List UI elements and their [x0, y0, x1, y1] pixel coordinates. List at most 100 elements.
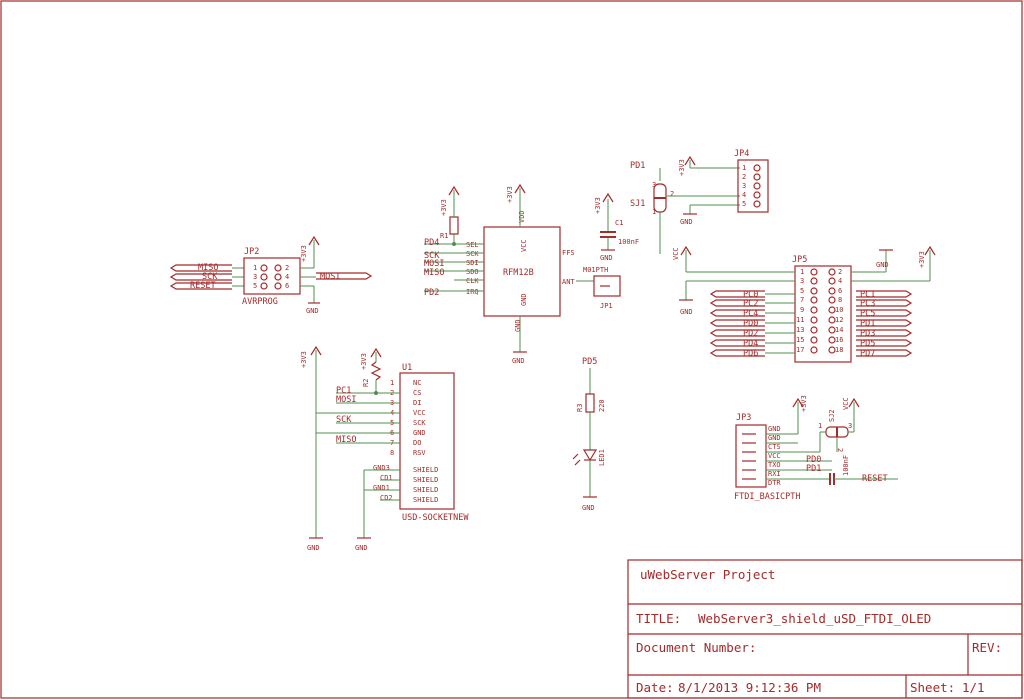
jp2-name: JP2: [244, 247, 259, 257]
svg-text:9: 9: [800, 306, 804, 314]
jp3-net-reset: RESET: [862, 474, 888, 484]
svg-text:SHIELD: SHIELD: [413, 466, 438, 474]
c1-value: 100nF: [618, 238, 639, 246]
date-value: 8/1/2013 9:12:36 PM: [678, 680, 821, 695]
svg-text:+3V3: +3V3: [594, 197, 602, 214]
svg-text:5: 5: [742, 200, 746, 208]
svg-text:SCK: SCK: [413, 419, 426, 427]
svg-text:1: 1: [652, 208, 656, 216]
svg-text:5: 5: [800, 287, 804, 295]
rfm-net-pd4: PD4: [424, 238, 439, 248]
date-label: Date:: [636, 680, 674, 695]
svg-text:CLK: CLK: [466, 277, 479, 285]
svg-text:DTR: DTR: [768, 479, 781, 487]
svg-text:+3V3: +3V3: [918, 251, 926, 268]
svg-text:CTS: CTS: [768, 443, 781, 451]
svg-text:18: 18: [835, 346, 843, 354]
jp3-net-pd0: PD0: [806, 455, 821, 465]
mosi-flag: [316, 272, 373, 280]
svg-text:100nF: 100nF: [842, 455, 850, 476]
svg-text:LED1: LED1: [598, 449, 606, 466]
jp5-net-pd3: PD3: [860, 329, 875, 339]
jp5-body: [794, 265, 852, 363]
jp5-net-pd6: PD6: [743, 349, 758, 359]
title-block: uWebServer Project TITLE: WebServer3_shi…: [627, 559, 1023, 699]
svg-text:2: 2: [836, 448, 844, 452]
svg-text:CS: CS: [413, 389, 421, 397]
jp5-header: JP5 VCC GND GND +3V3 1 3 5: [672, 245, 936, 363]
sheet-value: 1/1: [962, 680, 985, 695]
led1-diode: [582, 449, 598, 462]
jp5-net-pc1: PC1: [860, 290, 875, 300]
svg-text:14: 14: [835, 326, 843, 334]
jp2-body: [243, 257, 301, 295]
jp5-net-pc5: PC5: [860, 309, 875, 319]
rfm-net-sck: SCK: [424, 251, 440, 261]
svg-text:+3V3: +3V3: [800, 395, 808, 412]
jp5-net-pd4: PD4: [743, 339, 758, 349]
svg-text:+3V3: +3V3: [300, 351, 308, 368]
svg-text:GND: GND: [582, 504, 595, 512]
jp2-value: AVRPROG: [242, 297, 278, 307]
svg-text:4: 4: [742, 191, 746, 199]
usd-name: U1: [402, 363, 412, 373]
jp4-body: [737, 159, 769, 213]
svg-text:ANT: ANT: [562, 278, 575, 286]
svg-text:VCC: VCC: [413, 409, 426, 417]
c1-name: C1: [615, 219, 623, 227]
svg-text:CD2: CD2: [380, 494, 393, 502]
svg-text:4: 4: [838, 277, 842, 285]
svg-text:DI: DI: [413, 399, 421, 407]
svg-text:+3V3: +3V3: [360, 353, 368, 370]
jp5-net-pc3: PC3: [860, 299, 875, 309]
svg-text:10: 10: [835, 306, 843, 314]
jp2-gnd-label: GND: [306, 307, 319, 315]
svg-text:FFS: FFS: [562, 249, 575, 257]
usd-net-mosi: MOSI: [336, 395, 356, 405]
svg-text:+3V3: +3V3: [506, 186, 514, 203]
sck-flag: [169, 273, 232, 281]
svg-text:SHIELD: SHIELD: [413, 496, 438, 504]
jp2-net-sck: SCK: [202, 272, 218, 282]
svg-text:12: 12: [835, 316, 843, 324]
jp2-net-miso: MISO: [198, 263, 218, 273]
svg-text:SDO: SDO: [466, 268, 479, 276]
jp5-net-pc4: PC4: [743, 309, 758, 319]
svg-text:GND: GND: [520, 293, 528, 306]
svg-text:6: 6: [838, 287, 842, 295]
svg-text:3: 3: [800, 277, 804, 285]
jp2-supply-label: +3V3: [300, 245, 308, 262]
svg-text:3: 3: [253, 273, 257, 281]
svg-text:1: 1: [390, 379, 394, 387]
svg-text:1: 1: [800, 268, 804, 276]
svg-text:220: 220: [598, 399, 606, 412]
svg-text:NC: NC: [413, 379, 421, 387]
svg-text:17: 17: [796, 346, 804, 354]
svg-text:GND: GND: [680, 308, 693, 316]
usd-value: USD-SOCKETNEW: [402, 513, 469, 523]
svg-text:+3V3: +3V3: [678, 159, 686, 176]
jp5-pins: [810, 268, 836, 354]
svg-text:GND: GND: [307, 544, 320, 552]
jp5-name: JP5: [792, 255, 807, 265]
svg-text:SDI: SDI: [466, 259, 479, 267]
svg-text:8: 8: [390, 449, 394, 457]
usd-net-sck: SCK: [336, 415, 352, 425]
svg-text:GND: GND: [355, 544, 368, 552]
svg-text:8: 8: [838, 296, 842, 304]
svg-text:SJ2: SJ2: [828, 409, 836, 422]
svg-text:2: 2: [285, 264, 289, 272]
svg-text:SEL: SEL: [466, 241, 479, 249]
revision-label: REV:: [972, 640, 1002, 655]
svg-text:R1: R1: [440, 232, 448, 240]
jp3-value: FTDI_BASICPTH: [734, 492, 801, 502]
jp5-net-pd7: PD7: [860, 349, 875, 359]
svg-text:M01PTH: M01PTH: [583, 266, 608, 274]
jp2-supply-arrow: [308, 235, 320, 246]
svg-text:3: 3: [652, 181, 656, 189]
svg-text:7: 7: [800, 296, 804, 304]
svg-text:R2: R2: [362, 379, 370, 387]
jp5-net-pd1: PD1: [860, 319, 875, 329]
svg-text:1: 1: [253, 264, 257, 272]
